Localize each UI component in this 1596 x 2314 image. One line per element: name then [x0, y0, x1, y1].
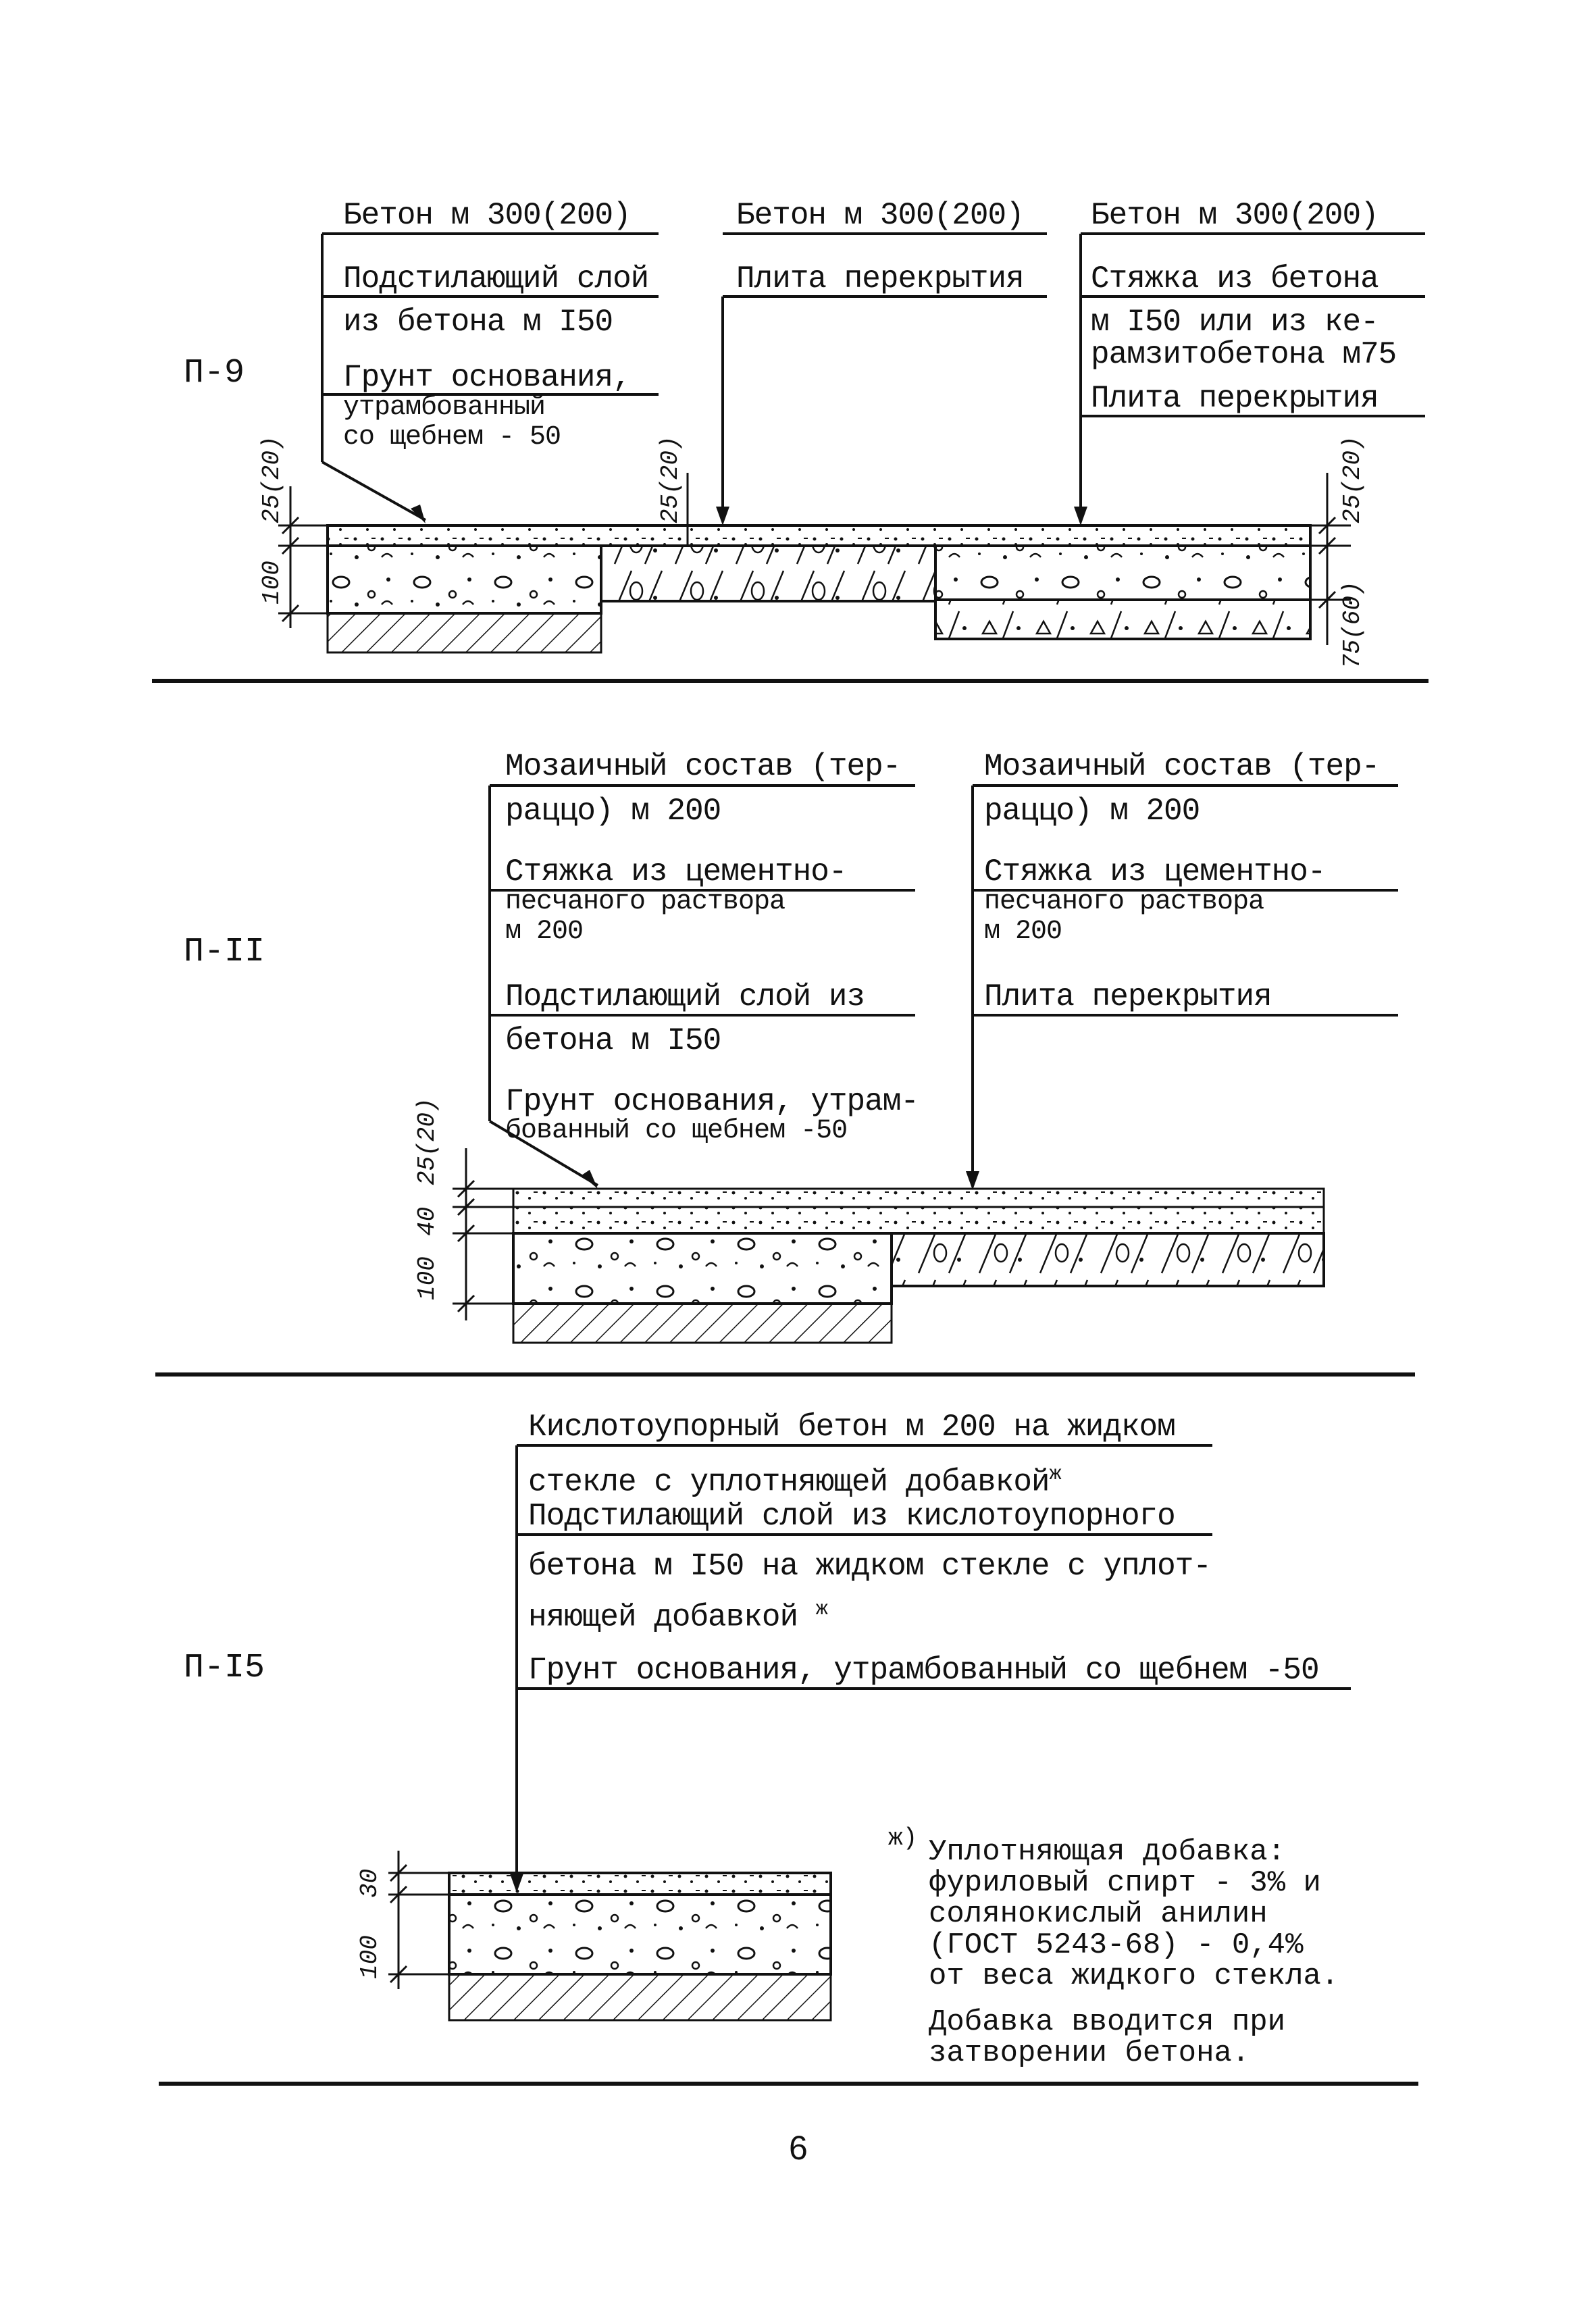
p15-line4: бетона м I50 на жидком стекле с уплот- — [528, 1549, 1212, 1584]
p11-col2-line6: Плита перекрытия — [984, 979, 1272, 1014]
p9-col1-line2: Подстилающий слой — [343, 261, 649, 297]
p15-line2: стекле с уплотняющей добавкойж — [528, 1459, 1062, 1500]
p11-col1-line8: Грунт основания, утрам- — [505, 1084, 919, 1119]
p15-line5-mark: ж — [815, 1598, 828, 1621]
p15-diagram — [159, 1444, 1418, 2086]
p15-line2-text: стекле с уплотняющей добавкой — [528, 1464, 1050, 1500]
p9-col1-line6: со щебнем - 50 — [343, 422, 561, 453]
p9-col1-line1: Бетон м 300(200) — [343, 198, 632, 233]
p11-col1-line9: бованный со щебнем -50 — [505, 1116, 848, 1146]
p9-dim-top-mid: 25(20) — [657, 436, 684, 523]
p9-col3-line2: Стяжка из бетона — [1091, 261, 1379, 297]
p11-code: П-II — [184, 933, 265, 971]
p11-dim-screed: 40 — [413, 1206, 441, 1236]
p11-col1-line7: бетона м I50 — [505, 1023, 721, 1058]
p11-col1-line4: песчаного раствора — [505, 887, 786, 917]
p11-col2-line5: м 200 — [984, 917, 1062, 947]
p11-col1-line5: м 200 — [505, 917, 584, 947]
p9-col3-line3: м I50 или из ке- — [1091, 305, 1379, 340]
p15-note-line1: Уплотняющая добавка: — [929, 1835, 1286, 1869]
p9-dim-top-right: 25(20) — [1339, 436, 1366, 523]
p15-note-line4: (ГОСТ 5243-68) - 0,4% — [929, 1928, 1304, 1962]
p9-code: П-9 — [184, 354, 245, 392]
p9-dim-base-left: 100 — [258, 561, 286, 605]
p15-line2-mark: ж — [1049, 1463, 1062, 1486]
p9-col3-line5: Плита перекрытия — [1091, 381, 1379, 416]
p11-col2-line3: Стяжка из цементно- — [984, 854, 1326, 890]
p15-dim-base: 100 — [356, 1935, 384, 1979]
p15-code: П-I5 — [184, 1649, 265, 1687]
p15-line1: Кислотоупорный бетон м 200 на жидком — [528, 1410, 1176, 1445]
p11-diagram — [155, 784, 1415, 1377]
p11-dim-base: 100 — [413, 1256, 441, 1300]
p9-col3-line1: Бетон м 300(200) — [1091, 198, 1379, 233]
p15-line3: Подстилающий слой из кислотоупорного — [528, 1499, 1176, 1534]
p9-col1-line3: из бетона м I50 — [343, 305, 613, 340]
p11-col1-line6: Подстилающий слой из — [505, 979, 865, 1014]
p15-line6: Грунт основания, утрамбованный со щебнем… — [528, 1653, 1320, 1688]
page-number: 6 — [789, 2129, 808, 2167]
p15-note-line6: Добавка вводится при — [929, 2005, 1286, 2039]
p9-col2-line2: Плита перекрытия — [736, 261, 1025, 297]
p9-dim-top-left: 25(20) — [258, 436, 286, 523]
p11-col2-line1: Мозаичный состав (тер- — [984, 749, 1380, 784]
p9-col3-line4: рамзитобетона м75 — [1091, 337, 1397, 372]
p11-col1-line2: раццо) м 200 — [505, 794, 721, 829]
p11-col1-line1: Мозаичный состав (тер- — [505, 749, 901, 784]
p9-col2-line1: Бетон м 300(200) — [736, 198, 1025, 233]
p15-line5-text: няющей добавкой — [528, 1599, 798, 1635]
p11-col2-line4: песчаного раствора — [984, 887, 1264, 917]
p15-note-line3: солянокислый анилин — [929, 1897, 1268, 1931]
p15-note-line2: фуриловый спирт - 3% и — [929, 1866, 1321, 1900]
p15-line5: няющей добавкой ж — [528, 1594, 828, 1635]
p15-note-mark: ж) — [888, 1824, 918, 1852]
p9-col1-line5: утрамбованный — [343, 392, 546, 423]
p11-col1-line3: Стяжка из цементно- — [505, 854, 847, 890]
p15-note-line5: от веса жидкого стекла. — [929, 1959, 1339, 1993]
p11-col2-line2: раццо) м 200 — [984, 794, 1200, 829]
p15-note-line7: затворении бетона. — [929, 2036, 1250, 2070]
p15-dim-top: 30 — [356, 1868, 384, 1898]
p9-dim-slab-right: 75(60) — [1339, 581, 1366, 669]
p11-dim-top: 25(20) — [413, 1098, 441, 1185]
p9-col1-line4: Грунт основания, — [343, 360, 632, 395]
p9-diagram — [152, 232, 1428, 683]
